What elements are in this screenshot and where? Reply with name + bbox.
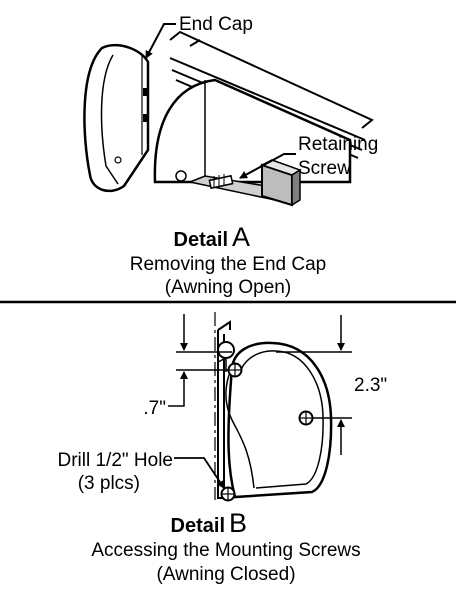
detail-b-caption-line2: (Awning Closed) (156, 564, 295, 585)
wall-rail (217, 330, 225, 499)
drill-hole-label-line2: (3 plcs) (78, 473, 140, 494)
detail-a-drawing (83, 23, 374, 207)
height-dimension-label: 2.3" (354, 375, 387, 396)
detail-b-caption-line1: Accessing the Mounting Screws (91, 540, 360, 561)
retaining-screw-leader (239, 153, 296, 179)
end-cap-label: End Cap (179, 14, 253, 35)
end-cap-leader (145, 23, 176, 59)
detail-b-drawing (168, 312, 352, 502)
detail-a-caption-line2: (Awning Open) (165, 277, 291, 298)
closed-end-cap (225, 341, 333, 499)
retaining-screw-label-line1: Retaining (298, 134, 378, 155)
retaining-screw-label-line2: Screw (298, 158, 351, 179)
detail-a-title-word: Detail (174, 229, 228, 251)
screw-hole-middle (298, 410, 314, 426)
drill-hole-leader (174, 457, 225, 489)
detail-a-caption-line1: Removing the End Cap (130, 254, 326, 275)
dimension-offset (168, 314, 232, 407)
end-cap (83, 43, 150, 193)
retaining-screw (175, 170, 234, 190)
detail-b-title-letter: B (229, 508, 247, 538)
drill-hole-label-line1: Drill 1/2" Hole (57, 450, 173, 471)
detail-b-title-word: Detail (171, 515, 225, 537)
screw-hole-top (227, 362, 243, 378)
offset-dimension-label: .7" (143, 398, 166, 419)
screw-hole-bottom (220, 486, 236, 502)
end-bracket (260, 159, 302, 207)
roller-top (217, 341, 235, 372)
detail-a-title-letter: A (232, 222, 250, 252)
dimension-height (276, 315, 352, 455)
